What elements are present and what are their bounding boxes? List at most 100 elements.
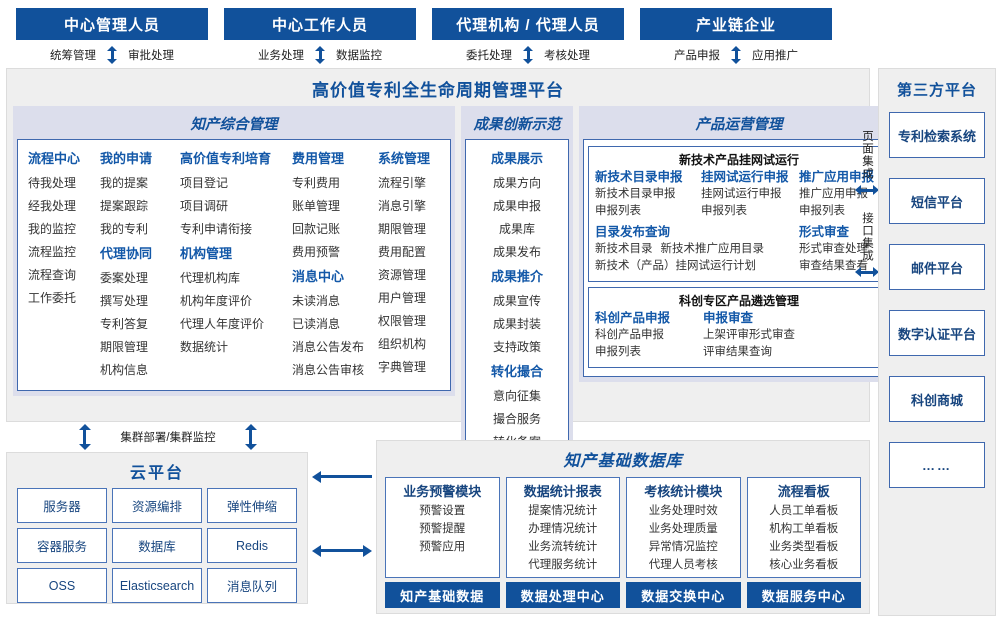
db-item[interactable]: 机构工单看板 xyxy=(769,523,839,535)
menu-item[interactable]: 成果发布 xyxy=(492,245,541,259)
menu-item[interactable]: 评审结果查询 xyxy=(703,346,772,358)
menu-item[interactable]: 代理机构库 xyxy=(180,271,241,285)
role-link-label[interactable]: 应用推广 xyxy=(752,50,798,62)
menu-item[interactable]: 机构年度评价 xyxy=(180,294,253,308)
third-party-item-sms[interactable]: 短信平台 xyxy=(889,178,985,224)
menu-item[interactable]: 机构信息 xyxy=(100,363,149,377)
menu-item[interactable]: 撰写处理 xyxy=(100,294,149,308)
db-item[interactable]: 业务处理时效 xyxy=(648,505,718,517)
menu-item[interactable]: 待我处理 xyxy=(28,176,77,190)
menu-item[interactable]: 期限管理 xyxy=(378,222,427,236)
group-header[interactable]: 形式审查 xyxy=(799,225,850,239)
menu-item[interactable]: 专利答复 xyxy=(100,317,149,331)
menu-item[interactable]: 新技术目录申报 xyxy=(595,188,676,200)
role-link-label[interactable]: 审批处理 xyxy=(128,50,174,62)
group-header[interactable]: 高价值专利培育 xyxy=(180,151,272,166)
role-link-label[interactable]: 产品申报 xyxy=(674,50,720,62)
db-item[interactable]: 人员工单看板 xyxy=(769,505,839,517)
menu-item[interactable]: 回款记账 xyxy=(292,222,341,236)
menu-item[interactable]: 成果库 xyxy=(498,222,535,236)
role-bar-enterprise[interactable]: 产业链企业 xyxy=(640,8,832,40)
menu-item[interactable]: 我的监控 xyxy=(28,222,77,236)
menu-item[interactable]: 形式审查处理 xyxy=(799,243,868,255)
menu-item[interactable]: 撮合服务 xyxy=(492,412,541,426)
cloud-item-server[interactable]: 服务器 xyxy=(17,488,107,523)
third-party-item-email[interactable]: 邮件平台 xyxy=(889,244,985,290)
db-item[interactable]: 异常情况监控 xyxy=(648,541,718,553)
menu-item[interactable]: 推广应用申报 xyxy=(799,188,868,200)
menu-item[interactable]: 上架评审形式审查 xyxy=(703,329,795,341)
menu-item[interactable]: 账单管理 xyxy=(292,199,341,213)
menu-item[interactable]: 消息公告审核 xyxy=(292,363,365,377)
menu-item[interactable]: 成果宣传 xyxy=(492,294,541,308)
db-item[interactable]: 代理人员考核 xyxy=(648,559,718,571)
menu-item[interactable]: 组织机构 xyxy=(378,337,427,351)
db-item[interactable]: 办理情况统计 xyxy=(528,523,598,535)
menu-item[interactable]: 期限管理 xyxy=(100,340,149,354)
role-link-label[interactable]: 委托处理 xyxy=(466,50,512,62)
menu-item[interactable]: 申报列表 xyxy=(595,346,641,358)
db-item[interactable]: 业务流转统计 xyxy=(528,541,598,553)
group-header[interactable]: 挂网试运行申报 xyxy=(701,170,789,184)
menu-item[interactable]: 流程监控 xyxy=(28,245,77,259)
menu-item[interactable]: 支持政策 xyxy=(492,340,541,354)
menu-item[interactable]: 资源管理 xyxy=(378,268,427,282)
role-bar-agency[interactable]: 代理机构 / 代理人员 xyxy=(432,8,624,40)
db-item[interactable]: 提案情况统计 xyxy=(528,505,598,517)
db-item[interactable]: 预警设置 xyxy=(419,505,466,517)
menu-item[interactable]: 成果封装 xyxy=(492,317,541,331)
menu-item[interactable]: 专利费用 xyxy=(292,176,341,190)
menu-item[interactable]: 我的提案 xyxy=(100,176,149,190)
role-link-label[interactable]: 考核处理 xyxy=(544,50,590,62)
cloud-item-message-queue[interactable]: 消息队列 xyxy=(207,568,297,603)
group-header[interactable]: 流程中心 xyxy=(28,151,81,166)
menu-item[interactable]: 成果申报 xyxy=(492,199,541,213)
db-item[interactable]: 预警提醒 xyxy=(419,523,466,535)
db-footer-exchange-center[interactable]: 数据交换中心 xyxy=(626,582,741,608)
group-header[interactable]: 新技术目录申报 xyxy=(595,170,683,184)
menu-item[interactable]: 代理人年度评价 xyxy=(180,317,265,331)
group-header[interactable]: 目录发布查询 xyxy=(595,225,671,239)
db-item[interactable]: 业务类型看板 xyxy=(769,541,839,553)
menu-item[interactable]: 消息公告发布 xyxy=(292,340,365,354)
role-link-label[interactable]: 统筹管理 xyxy=(50,50,96,62)
third-party-item-more[interactable]: …… xyxy=(889,442,985,488)
menu-item[interactable]: 科创产品申报 xyxy=(595,329,664,341)
menu-item[interactable]: 工作委托 xyxy=(28,291,77,305)
group-header[interactable]: 我的申请 xyxy=(100,151,153,166)
group-header[interactable]: 消息中心 xyxy=(292,269,345,284)
menu-item[interactable]: 意向征集 xyxy=(492,389,541,403)
menu-item[interactable]: 新技术（产品）挂网试运行计划 xyxy=(595,260,756,272)
menu-item[interactable]: 提案跟踪 xyxy=(100,199,149,213)
menu-item[interactable]: 新技术目录 xyxy=(595,243,653,255)
group-header[interactable]: 费用管理 xyxy=(292,151,345,166)
role-link-label[interactable]: 数据监控 xyxy=(336,50,382,62)
group-header[interactable]: 转化撮合 xyxy=(490,364,543,379)
menu-item[interactable]: 项目登记 xyxy=(180,176,229,190)
menu-item[interactable]: 字典管理 xyxy=(378,360,427,374)
cloud-item-redis[interactable]: Redis xyxy=(207,528,297,563)
group-header[interactable]: 机构管理 xyxy=(180,246,233,261)
menu-item[interactable]: 成果方向 xyxy=(492,176,541,190)
cloud-item-database[interactable]: 数据库 xyxy=(112,528,202,563)
cloud-item-resource-orchestration[interactable]: 资源编排 xyxy=(112,488,202,523)
third-party-item-patent-search[interactable]: 专利检索系统 xyxy=(889,112,985,158)
menu-item[interactable]: 挂网试运行申报 xyxy=(701,188,782,200)
menu-item[interactable]: 用户管理 xyxy=(378,291,427,305)
cloud-item-elasticsearch[interactable]: Elasticsearch xyxy=(112,568,202,603)
menu-item[interactable]: 已读消息 xyxy=(292,317,341,331)
menu-item[interactable]: 申报列表 xyxy=(701,205,747,217)
menu-item[interactable]: 专利申请衔接 xyxy=(180,222,253,236)
db-footer-processing-center[interactable]: 数据处理中心 xyxy=(505,582,620,608)
db-footer-service-center[interactable]: 数据服务中心 xyxy=(746,582,861,608)
menu-item[interactable]: 经我处理 xyxy=(28,199,77,213)
menu-item[interactable]: 未读消息 xyxy=(292,294,341,308)
group-header[interactable]: 成果推介 xyxy=(490,269,543,284)
group-header[interactable]: 系统管理 xyxy=(378,151,431,166)
group-header[interactable]: 推广应用申报 xyxy=(799,170,875,184)
db-item[interactable]: 核心业务看板 xyxy=(769,559,839,571)
menu-item[interactable]: 委案处理 xyxy=(100,271,149,285)
third-party-item-digital-cert[interactable]: 数字认证平台 xyxy=(889,310,985,356)
db-item[interactable]: 预警应用 xyxy=(419,541,466,553)
third-party-item-sci-mall[interactable]: 科创商城 xyxy=(889,376,985,422)
